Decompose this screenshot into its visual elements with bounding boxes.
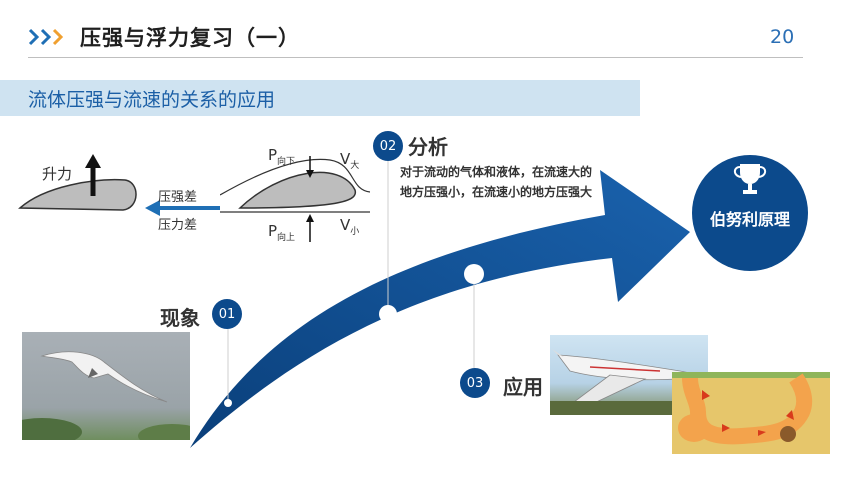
p-up-label: P向上 [268, 222, 296, 243]
burrow-illustration [672, 372, 830, 454]
analysis-text: 对于流动的气体和液体，在流速大的地方压强小，在流速小的地方压强大 [400, 165, 593, 199]
application-title: 应用 [503, 375, 543, 399]
section-title: 流体压强与流速的关系的应用 [28, 89, 276, 111]
v-small-label: V小 [340, 216, 360, 237]
trophy-icon [733, 164, 767, 194]
step-badge-03: 03 [460, 368, 490, 398]
section-banner [0, 80, 640, 116]
p-down-label: P向下 [268, 146, 296, 167]
wing-lift-diagram [18, 154, 220, 216]
header-divider [28, 57, 803, 58]
step-badge-01: 01 [212, 299, 242, 329]
v-big-label: V大 [340, 150, 360, 171]
bird-photo [22, 332, 190, 440]
lift-label: 升力 [42, 165, 73, 183]
principle-label: 伯努利原理 [709, 210, 790, 229]
force-diff-label: 压力差 [158, 218, 198, 233]
step-badge-02: 02 [373, 131, 403, 161]
chevrons-icon [28, 28, 64, 46]
page-title: 压强与浮力复习（一） [80, 26, 300, 50]
analysis-title: 分析 [408, 135, 448, 159]
phenomenon-title: 现象 [160, 306, 200, 330]
page-number: 20 [770, 26, 795, 48]
airflow-wing-diagram [220, 156, 371, 242]
pressure-diff-label: 压强差 [158, 190, 198, 205]
